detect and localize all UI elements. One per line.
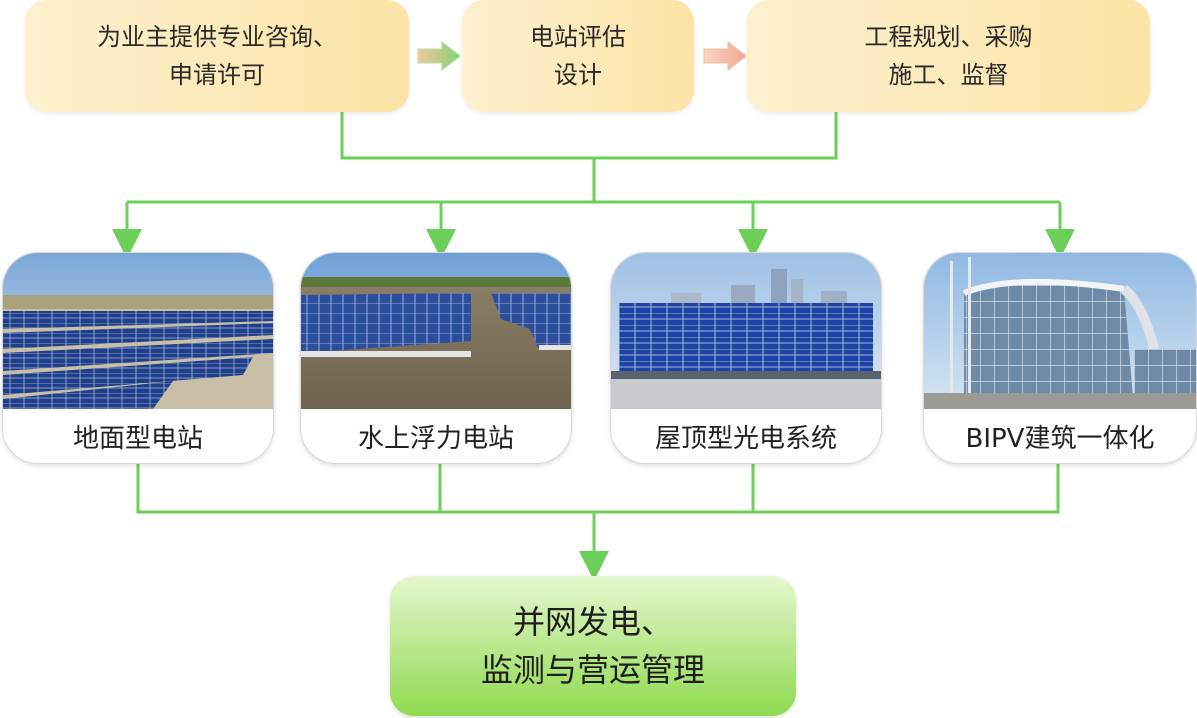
card-bipv-building: BIPV建筑一体化 — [923, 252, 1197, 464]
floating-solar-plant-photo — [301, 253, 571, 409]
card-floating-station: 水上浮力电站 — [300, 252, 572, 464]
card-rooftop-system: 屋顶型光电系统 — [610, 252, 882, 464]
step-engineering-box: 工程规划、采购 施工、监督 — [747, 0, 1150, 112]
bipv-glass-building-photo — [924, 253, 1196, 409]
step-assessment-box: 电站评估 设计 — [462, 0, 694, 112]
step-consulting-line2: 申请许可 — [169, 61, 265, 89]
green-arrow-icon — [417, 40, 461, 72]
step-engineering-line1: 工程规划、采购 — [864, 23, 1033, 51]
final-step-line2: 监测与营运管理 — [480, 651, 705, 689]
card-floating-station-label: 水上浮力电站 — [357, 423, 514, 454]
step-consulting-box: 为业主提供专业咨询、 申请许可 — [25, 0, 409, 112]
ground-solar-farm-photo — [3, 253, 273, 409]
step-consulting-line1: 为业主提供专业咨询、 — [97, 23, 337, 51]
rooftop-pv-system-photo — [611, 253, 881, 409]
final-step-line1: 并网发电、 — [512, 603, 673, 641]
card-ground-station: 地面型电站 — [2, 252, 274, 464]
salmon-arrow-icon — [703, 40, 747, 72]
top-merge-line — [340, 112, 838, 160]
step-engineering-line2: 施工、监督 — [888, 61, 1009, 89]
card-rooftop-system-label: 屋顶型光电系统 — [654, 423, 837, 454]
bottom-merge-line — [136, 462, 1060, 514]
step-assessment-line2: 设计 — [554, 61, 602, 89]
card-ground-station-label: 地面型电站 — [72, 423, 203, 454]
card-bipv-building-label: BIPV建筑一体化 — [965, 423, 1155, 454]
step-assessment-line1: 电站评估 — [530, 23, 626, 51]
final-step-box: 并网发电、 监测与营运管理 — [390, 576, 796, 716]
